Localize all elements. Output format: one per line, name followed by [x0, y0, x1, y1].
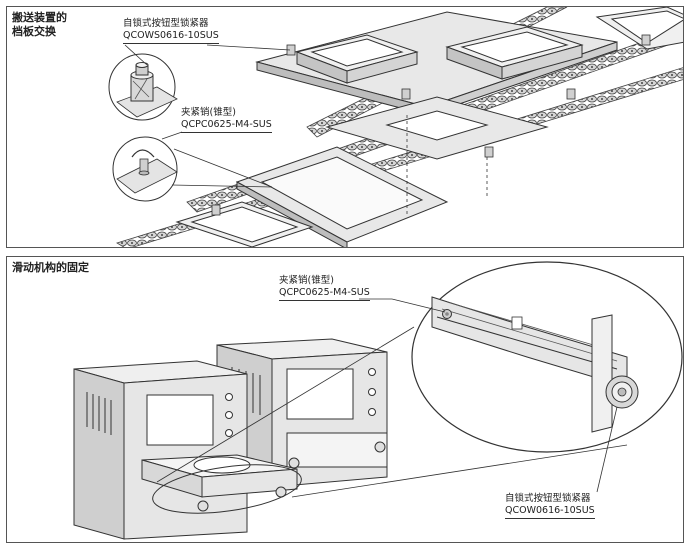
conveyor-illustration [108, 7, 683, 247]
top-callout-lock: 自锁式按钮型锁紧器 QCOWS0616-10SUS [123, 18, 219, 44]
bottom-callout-lock: 自锁式按钮型锁紧器 QCOW0616-10SUS [505, 493, 595, 519]
pallet-frame-upper-right [445, 26, 584, 80]
pallet-frame-lower-left [175, 201, 314, 247]
pallet-frame-upper-left [295, 34, 419, 84]
sliding-drawer [141, 454, 298, 512]
drawer-zoom-ellipse [152, 464, 302, 514]
slide-panel-title: 滑动机构的固定 [12, 261, 89, 274]
conveyor-panel-title: 搬送装置的 档板交换 [12, 11, 72, 39]
pallet-frame-far-right [595, 7, 683, 50]
detail-circle-lock [108, 53, 178, 121]
detail-circle-pin [112, 136, 178, 202]
top-callout-pin-name: 夹紧销(锥型) [181, 107, 236, 118]
top-callout-pin-code: QCPC0625-M4-SUS [181, 119, 272, 133]
locking-pins [211, 34, 651, 216]
carrier-plate-middle [325, 96, 549, 160]
guide-dashed-lines [406, 115, 488, 217]
zoom-connector-lines [156, 326, 628, 498]
bottom-callout-lock-name: 自锁式按钮型锁紧器 [505, 493, 591, 504]
top-callout-lock-name: 自锁式按钮型锁紧器 [123, 18, 209, 29]
bottom-callout-pin: 夹紧销(锥型) QCPC0625-M4-SUS [279, 275, 370, 301]
bottom-callout-pin-name: 夹紧销(锥型) [279, 275, 334, 286]
carrier-plate-lower [235, 146, 449, 247]
bottom-callout-pin-code: QCPC0625-M4-SUS [279, 287, 370, 301]
bottom-callout-leaders [359, 298, 618, 493]
top-callout-lock-code: QCOWS0616-10SUS [123, 30, 219, 44]
slide-illustration [73, 261, 683, 540]
cabinet-front [73, 360, 248, 540]
conveyor-title-line1: 搬送装置的 [12, 11, 67, 24]
slide-panel: 滑动机构的固定 [6, 256, 684, 543]
detail-ellipse-rail [411, 261, 683, 453]
conveyor-panel: 搬送装置的 档板交换 [6, 6, 684, 248]
bottom-callout-lock-code: QCOW0616-10SUS [505, 505, 595, 519]
conveyor-title-line2: 档板交换 [12, 25, 56, 38]
callout-leaders [124, 44, 291, 188]
top-callout-pin: 夹紧销(锥型) QCPC0625-M4-SUS [181, 107, 272, 133]
